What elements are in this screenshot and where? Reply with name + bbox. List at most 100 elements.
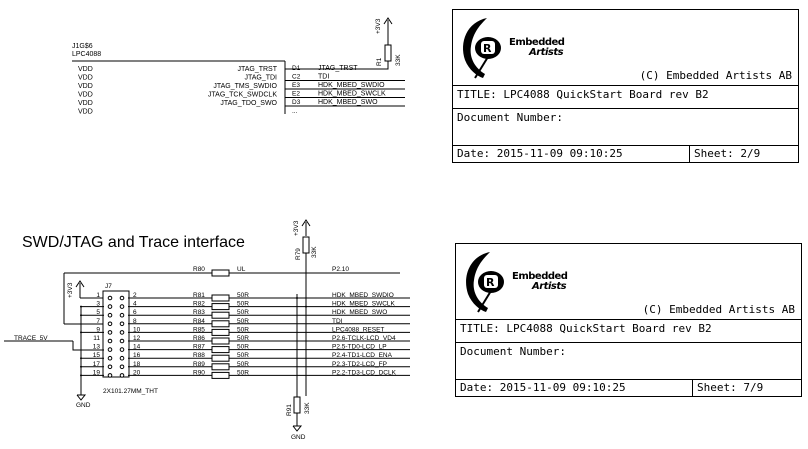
vdd-pin-label: VDD xyxy=(78,92,93,99)
pin-pad-icon xyxy=(119,364,125,370)
signal-net-label: P2.2-TD3-LCD_DCLK xyxy=(332,369,397,376)
pin-pad-icon xyxy=(107,364,113,370)
resistor-value: 50R xyxy=(237,335,249,342)
pin-number-odd: 7 xyxy=(96,318,100,325)
vdd-pin-label: VDD xyxy=(78,109,93,116)
pin-pad-icon xyxy=(119,347,125,352)
ground-icon xyxy=(76,394,87,401)
sheet-cell: Sheet: 7/9 xyxy=(697,381,764,394)
pin-number: E3 xyxy=(292,82,300,89)
copyright: (C) Embedded Artists AB xyxy=(642,303,795,316)
signal-net-label: P2.5-TD0-LCD_LP xyxy=(332,344,387,351)
pin-pad-icon xyxy=(107,304,113,309)
pin-pad-icon xyxy=(119,355,125,361)
supply-arrow-icon xyxy=(75,280,85,288)
resistor-ref: R83 xyxy=(193,309,205,316)
pin-number: C2 xyxy=(292,74,301,81)
pin-pad-icon xyxy=(107,355,113,361)
pin-pad-icon xyxy=(119,321,125,327)
svg-text:R: R xyxy=(483,42,492,55)
pin-pad-icon xyxy=(119,338,125,344)
more-pins: ... xyxy=(292,108,298,115)
r1-ref: R1 xyxy=(376,57,383,66)
document-number-row: Document Number: xyxy=(456,343,801,380)
resistor-ref: R86 xyxy=(193,335,205,342)
r91-ref: R91 xyxy=(286,404,293,416)
pin-number-even: 4 xyxy=(133,301,137,308)
document-number-row: Document Number: xyxy=(453,109,798,146)
j7-supply: +3V3 xyxy=(67,282,74,298)
r1-resistor xyxy=(384,44,392,62)
pin-pad-icon xyxy=(107,321,113,327)
resistor-value: 50R xyxy=(237,301,249,308)
pin-pad-icon xyxy=(107,295,113,301)
resistor-ref: R85 xyxy=(193,326,205,333)
series-resistor xyxy=(211,354,230,362)
junction-dot xyxy=(80,314,82,317)
pin-number-odd: 1 xyxy=(96,292,100,299)
series-resistor xyxy=(211,337,230,345)
resistor-ref: R84 xyxy=(193,318,205,325)
r1-value: 33K xyxy=(395,54,402,66)
r80-net: P2.10 xyxy=(332,266,349,273)
r1-supply: +3V3 xyxy=(375,18,382,34)
j7-ground: GND xyxy=(76,402,91,409)
junction-dot xyxy=(80,331,82,334)
part-name: LPC4088 xyxy=(72,51,101,58)
resistor-value: 50R xyxy=(237,309,249,316)
pin-number-even: 6 xyxy=(133,309,137,316)
ic-pin-label: JTAG_TDI xyxy=(244,75,277,82)
signal-net-label: P2.3-TD2-LCD_FP xyxy=(332,361,387,368)
junction-dot xyxy=(80,357,82,360)
r1-wire-bottom xyxy=(285,61,389,70)
svg-text:R: R xyxy=(486,276,495,289)
embedded-artists-logo-icon: R xyxy=(463,18,501,79)
junction-dot xyxy=(80,305,82,308)
pin-pad-icon xyxy=(107,312,113,318)
junction-dot xyxy=(305,305,307,308)
r79-value: 33K xyxy=(311,246,318,258)
date-cell: Date: 2015-11-09 09:10:25 xyxy=(456,380,693,396)
pin-number-even: 16 xyxy=(133,352,141,359)
resistor-ref: R82 xyxy=(193,301,205,308)
series-resistor xyxy=(211,303,230,311)
j7-body xyxy=(102,290,130,378)
ic-pin-label: JTAG_TDO_SWO xyxy=(220,100,277,107)
r79-supply: +3V3 xyxy=(293,220,300,236)
r80-ref: R80 xyxy=(193,266,205,273)
series-resistor xyxy=(211,294,230,302)
pin-number-even: 12 xyxy=(133,335,141,342)
resistor-ref: R90 xyxy=(193,369,205,376)
title-row: TITLE: LPC4088 QuickStart Board rev B2 xyxy=(456,320,801,343)
pin-number: E2 xyxy=(292,91,300,98)
date-cell: Date: 2015-11-09 09:10:25 xyxy=(453,146,690,162)
net-label: HDK_MBED_SWO xyxy=(318,99,378,106)
resistor-ref: R88 xyxy=(193,352,205,359)
pin-number-odd: 11 xyxy=(93,335,100,342)
vdd-pin-label: VDD xyxy=(78,66,93,73)
series-resistor xyxy=(211,320,230,328)
series-resistor xyxy=(211,328,230,336)
r91-ground: GND xyxy=(291,434,306,441)
resistor-value: 50R xyxy=(237,326,249,333)
pin-number-odd: 13 xyxy=(93,344,101,351)
resistor-value: 50R xyxy=(237,352,249,359)
pin-number-even: 2 xyxy=(133,292,137,299)
pin-number-odd: 17 xyxy=(93,361,101,368)
resistor-value: 50R xyxy=(237,361,249,368)
pin-number-even: 8 xyxy=(133,318,137,325)
signal-net-label: TDI xyxy=(332,318,343,325)
pin-number-even: 20 xyxy=(133,369,141,376)
footer-row: Date: 2015-11-09 09:10:25 Sheet: 2/9 xyxy=(453,146,798,162)
resistor-ref: R81 xyxy=(193,292,205,299)
pin-pad-icon xyxy=(107,338,113,344)
pin-pad-icon xyxy=(119,312,125,318)
r79-ref: R79 xyxy=(295,248,302,260)
signal-net-label: HDK_MBED_SWDIO xyxy=(332,292,394,299)
ic-pin-label: JTAG_TCK_SWDCLK xyxy=(208,92,277,99)
